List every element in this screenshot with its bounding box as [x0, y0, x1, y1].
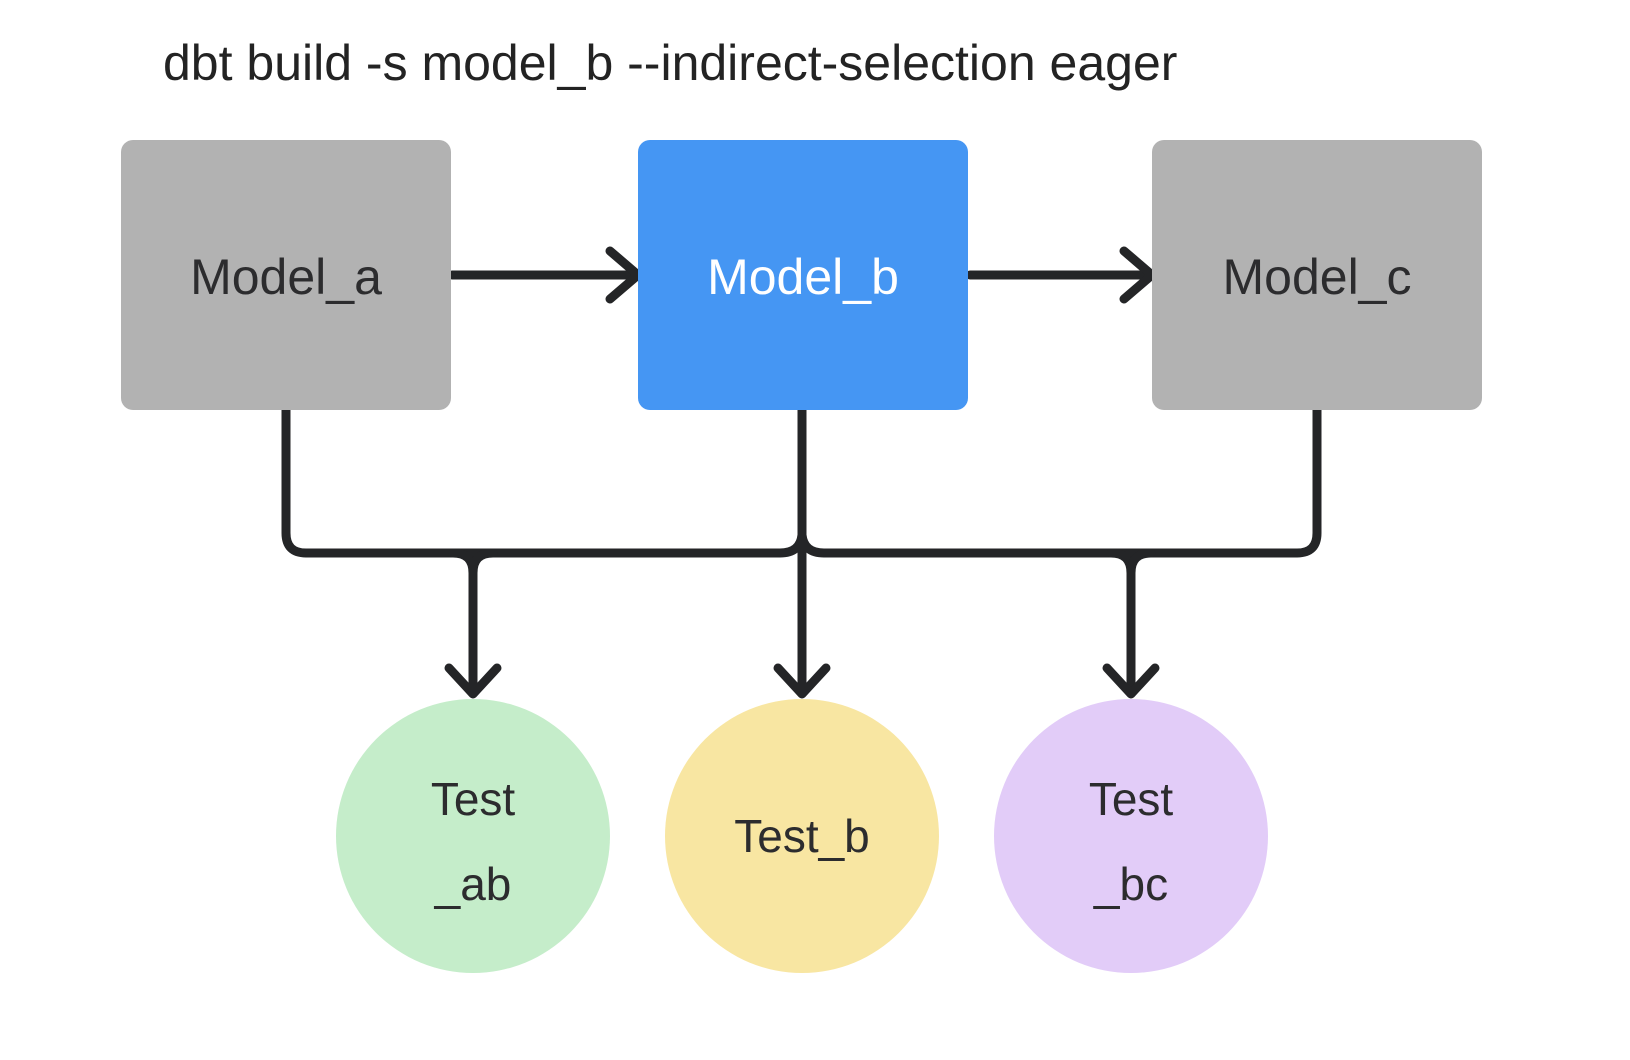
node-model-c: Model_c	[1152, 140, 1482, 410]
edge-bus-to-test-bc	[1102, 548, 1160, 699]
model-c-box	[1152, 140, 1482, 410]
node-model-b-selected: Model_b	[638, 140, 968, 410]
node-model-a: Model_a	[121, 140, 451, 410]
model-c-label: Model_c	[1223, 249, 1412, 305]
model-b-label: Model_b	[707, 249, 899, 305]
arrow-down-icon	[444, 663, 502, 699]
test-bc-label-line1: Test	[1089, 773, 1174, 825]
diagram-title: dbt build -s model_b --indirect-selectio…	[163, 35, 1177, 91]
test-bc-label-line2: _bc	[1093, 858, 1168, 910]
edge-bus-to-test-ab	[444, 548, 502, 699]
test-ab-label-line1: Test	[431, 773, 516, 825]
test-ab-circle	[336, 699, 610, 973]
node-test-ab: Test _ab	[336, 699, 610, 973]
edge-model-b-to-test-b	[773, 403, 831, 699]
test-ab-label-line2: _ab	[434, 858, 512, 910]
test-b-label: Test_b	[734, 810, 870, 862]
arrow-down-icon	[1102, 663, 1160, 699]
arrow-down-icon	[773, 663, 831, 699]
node-test-b: Test_b	[665, 699, 939, 973]
test-b-circle	[665, 699, 939, 973]
model-b-box	[638, 140, 968, 410]
node-test-bc: Test _bc	[994, 699, 1268, 973]
test-bc-circle	[994, 699, 1268, 973]
model-a-box	[121, 140, 451, 410]
model-a-label: Model_a	[190, 249, 382, 305]
